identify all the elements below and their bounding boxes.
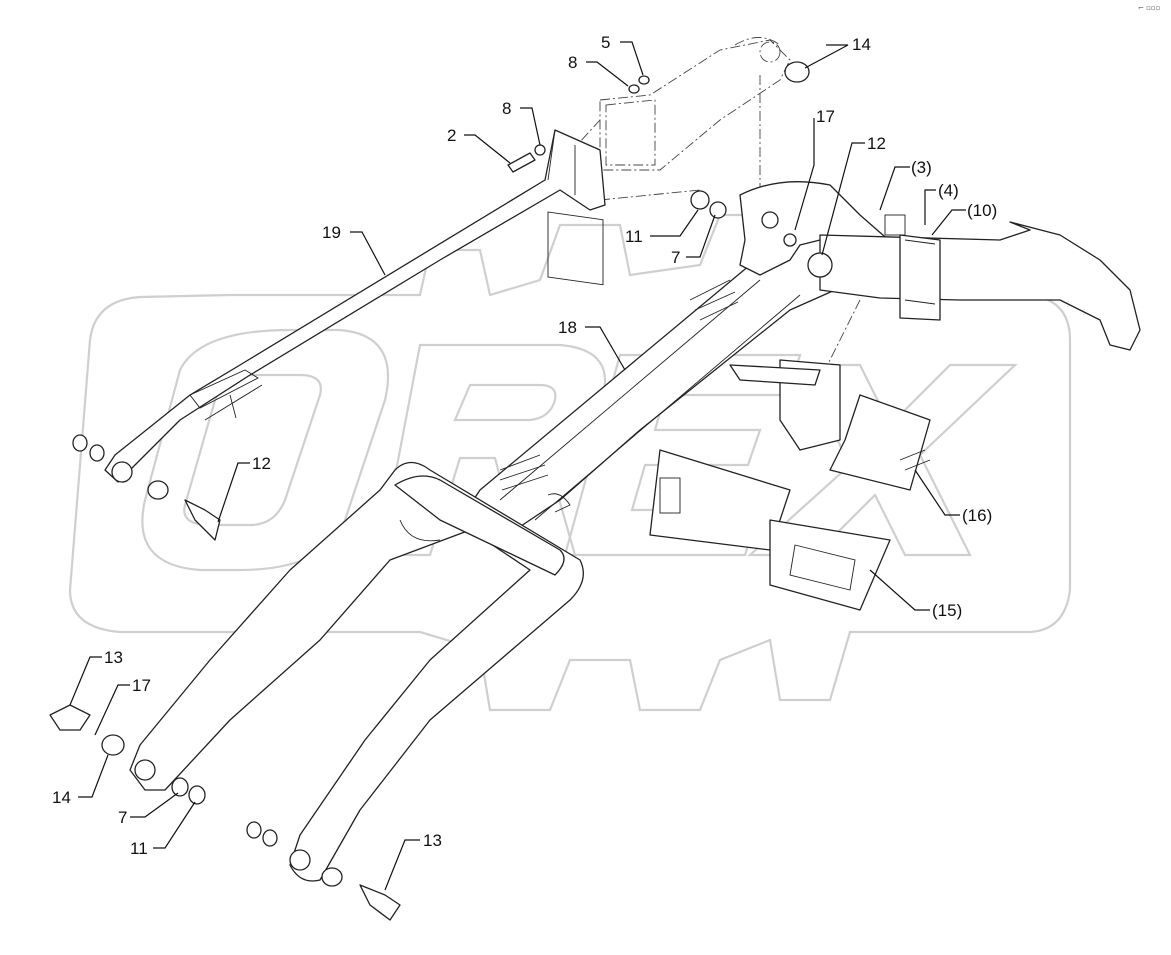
callout-7-bottom: 7: [118, 808, 127, 827]
callout-12-left: 12: [252, 454, 271, 473]
callout-7-top: 7: [671, 248, 680, 267]
callout-14-top: 14: [852, 35, 871, 54]
callout-2: 2: [447, 126, 456, 145]
bushing-left: [147, 480, 169, 500]
callout-13-left: 13: [104, 648, 123, 667]
ring-left-b: [89, 444, 105, 462]
callout-11-bottom: 11: [130, 839, 148, 858]
callout-14-left: 14: [52, 788, 71, 807]
pin-13-bottom: [359, 884, 401, 921]
bushing-bottom: [321, 867, 343, 887]
washer-8-mid: [534, 144, 546, 156]
callout-15: (15): [932, 601, 962, 620]
nut-5: [638, 75, 650, 85]
callout-4: (4): [938, 181, 959, 200]
callout-11-top: 11: [625, 227, 643, 246]
callout-13-bottom: 13: [423, 831, 442, 850]
washer-8-top: [628, 84, 640, 94]
bushing-14-left: [101, 734, 125, 756]
callout-10: (10): [967, 201, 997, 220]
callout-labels: 5 8 14 8 2 17 12 (3) (4) (10) 19 11 7 18…: [52, 33, 997, 858]
main-boom-18: [129, 234, 841, 882]
callout-17-top: 17: [816, 107, 835, 126]
callout-18: 18: [558, 318, 577, 337]
callout-8-mid: 8: [502, 99, 511, 118]
ring-11-top: [690, 190, 710, 210]
pin-12-left: [184, 499, 221, 541]
callout-8-top: 8: [568, 53, 577, 72]
lift-arm-19: [104, 129, 606, 483]
callout-17-left: 17: [132, 676, 151, 695]
leader-lines: [69, 41, 966, 891]
bushing-14-top: [784, 61, 810, 83]
ring-bottom-a: [246, 821, 262, 839]
ring-7-top: [709, 201, 727, 219]
callout-3: (3): [911, 158, 932, 177]
hardware-items: [49, 61, 906, 921]
ring-bottom-b: [262, 829, 278, 847]
callout-5: 5: [601, 33, 610, 52]
ring-11-bottom: [188, 785, 206, 805]
bolt-2: [507, 152, 536, 173]
pivot-bracket-and-carrier: [739, 181, 1141, 351]
ring-7-bottom: [171, 777, 189, 797]
callout-12-top: 12: [867, 134, 886, 153]
ring-left-a: [72, 434, 88, 452]
bracket-3: [884, 214, 906, 236]
guard-16: [729, 359, 931, 491]
guard-15: [649, 449, 891, 611]
callout-16: (16): [962, 506, 992, 525]
corner-mark: ⌐ ▫▫▫: [1138, 4, 1160, 12]
callout-19: 19: [322, 223, 341, 242]
pin-13-left: [49, 704, 91, 731]
